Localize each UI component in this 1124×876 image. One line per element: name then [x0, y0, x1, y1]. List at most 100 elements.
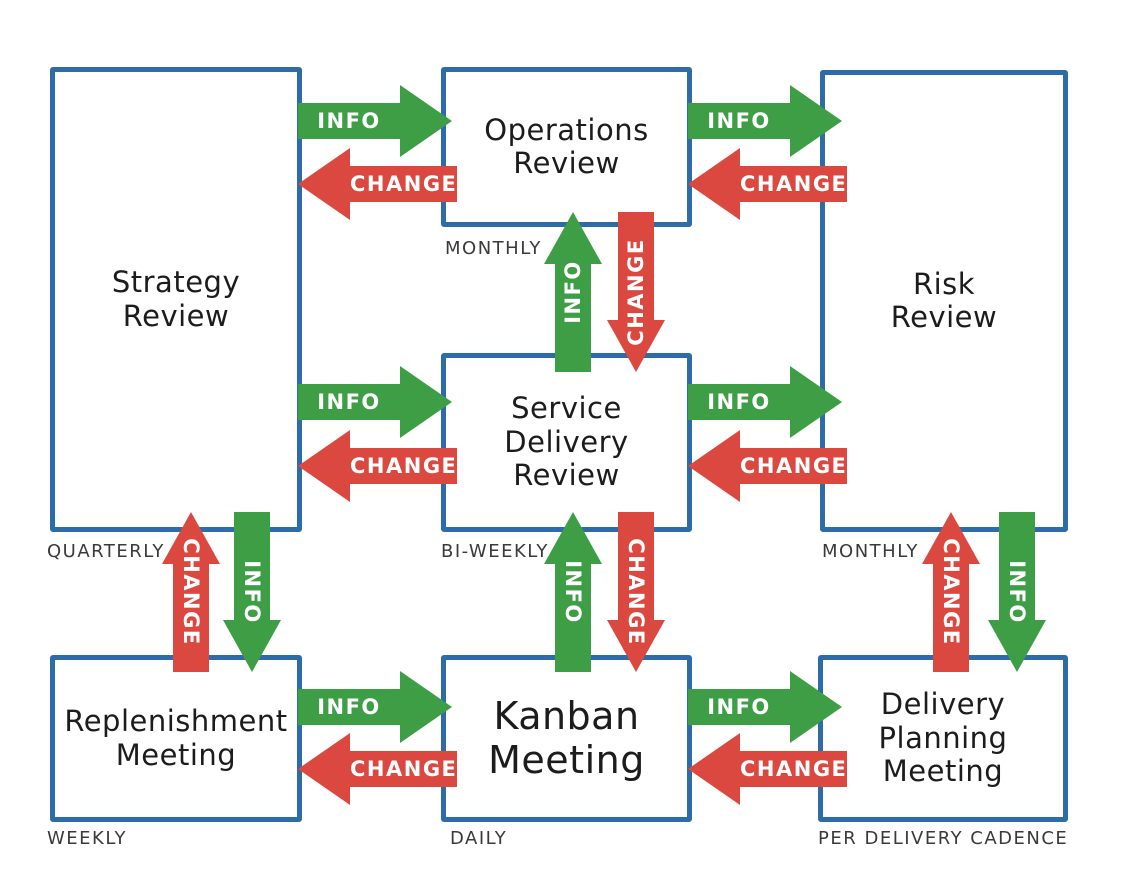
box-title-kanban-meeting: Kanban Meeting: [488, 693, 645, 782]
arrow-head-icon: [688, 148, 740, 220]
arrow-shaft: INFO: [688, 384, 790, 420]
cadence-label-strategy: QUARTERLY: [47, 541, 165, 562]
arrow-head-icon: [790, 366, 842, 438]
info-arrow-kanban-to-delivery-planning: INFO: [688, 671, 842, 743]
cadence-label-operations: MONTHLY: [445, 238, 542, 259]
arrow-shaft: [999, 512, 1035, 620]
info-arrow-service-delivery-to-risk: INFO: [688, 366, 842, 438]
info-arrow-kanban-to-service-delivery: INFO: [544, 512, 602, 672]
info-arrow-service-delivery-to-operations: INFO: [544, 212, 602, 372]
arrow-shaft: [555, 564, 591, 672]
arrow-shaft: [234, 512, 270, 620]
info-arrow-operations-to-risk: INFO: [688, 85, 842, 157]
box-strategy-review: Strategy Review: [50, 67, 302, 532]
change-arrow-delivery-planning-to-risk: CHANGE: [922, 512, 980, 672]
arrow-head-icon: [162, 512, 220, 564]
arrow-head-icon: [400, 671, 452, 743]
arrow-label: INFO: [317, 390, 381, 414]
arrow-label: CHANGE: [740, 454, 848, 478]
box-delivery-planning-meeting: Delivery Planning Meeting: [818, 655, 1068, 822]
arrow-head-icon: [544, 212, 602, 264]
box-title-replenishment-meeting: Replenishment Meeting: [64, 704, 288, 772]
arrow-label: CHANGE: [350, 757, 458, 781]
info-arrow-strategy-to-service-delivery: INFO: [298, 366, 452, 438]
cadence-label-risk: MONTHLY: [822, 541, 919, 562]
arrow-head-icon: [790, 85, 842, 157]
arrow-shaft: CHANGE: [740, 166, 848, 202]
cadence-label-replenishment: WEEKLY: [47, 828, 127, 849]
arrow-shaft: CHANGE: [740, 751, 848, 787]
change-arrow-delivery-planning-to-kanban: CHANGE: [688, 733, 848, 805]
arrow-label: INFO: [561, 560, 585, 624]
arrow-shaft: CHANGE: [350, 448, 458, 484]
arrow-shaft: [618, 212, 654, 320]
arrow-head-icon: [688, 430, 740, 502]
arrow-shaft: INFO: [688, 689, 790, 725]
arrow-label: INFO: [317, 695, 381, 719]
arrow-head-icon: [298, 430, 350, 502]
arrow-label: INFO: [317, 109, 381, 133]
arrow-label: INFO: [1005, 560, 1029, 624]
arrow-head-icon: [607, 320, 665, 372]
arrow-label: CHANGE: [740, 757, 848, 781]
change-arrow-risk-to-service-delivery: CHANGE: [688, 430, 848, 502]
cadence-label-delivery-planning: PER DELIVERY CADENCE: [818, 828, 1069, 849]
arrow-label: CHANGE: [740, 172, 848, 196]
change-arrow-operations-to-service-delivery: CHANGE: [607, 212, 665, 372]
arrow-head-icon: [607, 620, 665, 672]
box-title-delivery-planning-meeting: Delivery Planning Meeting: [878, 687, 1008, 789]
arrow-shaft: CHANGE: [740, 448, 848, 484]
arrow-shaft: INFO: [298, 689, 400, 725]
info-arrow-replenishment-to-kanban: INFO: [298, 671, 452, 743]
box-operations-review: Operations Review: [441, 67, 692, 227]
arrow-label: INFO: [707, 695, 771, 719]
arrow-shaft: INFO: [298, 103, 400, 139]
arrow-shaft: CHANGE: [350, 166, 458, 202]
arrow-shaft: INFO: [688, 103, 790, 139]
box-title-service-delivery-review: Service Delivery Review: [504, 391, 629, 493]
box-title-strategy-review: Strategy Review: [111, 265, 241, 333]
arrow-label: CHANGE: [624, 238, 648, 346]
arrow-label: CHANGE: [624, 538, 648, 646]
arrow-label: CHANGE: [939, 538, 963, 646]
arrow-head-icon: [223, 620, 281, 672]
arrow-shaft: CHANGE: [350, 751, 458, 787]
box-title-operations-review: Operations Review: [484, 112, 649, 180]
change-arrow-operations-to-strategy: CHANGE: [298, 148, 458, 220]
arrow-label: CHANGE: [179, 538, 203, 646]
arrow-head-icon: [922, 512, 980, 564]
arrow-head-icon: [790, 671, 842, 743]
arrow-label: INFO: [240, 560, 264, 624]
arrow-shaft: [933, 564, 969, 672]
cadence-label-service-delivery: BI-WEEKLY: [441, 541, 549, 562]
arrow-label: CHANGE: [350, 454, 458, 478]
change-arrow-replenishment-to-strategy: CHANGE: [162, 512, 220, 672]
arrow-label: INFO: [707, 109, 771, 133]
box-service-delivery-review: Service Delivery Review: [441, 353, 692, 532]
arrow-shaft: [618, 512, 654, 620]
arrow-label: CHANGE: [350, 172, 458, 196]
box-replenishment-meeting: Replenishment Meeting: [50, 655, 302, 822]
arrow-shaft: [173, 564, 209, 672]
info-arrow-risk-to-delivery-planning: INFO: [988, 512, 1046, 672]
box-kanban-meeting: Kanban Meeting: [441, 655, 692, 822]
arrow-head-icon: [298, 148, 350, 220]
box-title-risk-review: Risk Review: [890, 266, 998, 334]
info-arrow-strategy-to-replenishment: INFO: [223, 512, 281, 672]
arrow-head-icon: [400, 85, 452, 157]
arrow-head-icon: [400, 366, 452, 438]
arrow-shaft: [555, 264, 591, 372]
arrow-head-icon: [298, 733, 350, 805]
arrow-head-icon: [988, 620, 1046, 672]
change-arrow-service-delivery-to-kanban: CHANGE: [607, 512, 665, 672]
arrow-head-icon: [688, 733, 740, 805]
change-arrow-risk-to-operations: CHANGE: [688, 148, 848, 220]
arrow-shaft: INFO: [298, 384, 400, 420]
change-arrow-service-delivery-to-strategy: CHANGE: [298, 430, 458, 502]
arrow-label: INFO: [561, 260, 585, 324]
info-arrow-strategy-to-operations: INFO: [298, 85, 452, 157]
box-risk-review: Risk Review: [820, 70, 1068, 532]
change-arrow-kanban-to-replenishment: CHANGE: [298, 733, 458, 805]
cadence-label-kanban: DAILY: [450, 828, 508, 849]
